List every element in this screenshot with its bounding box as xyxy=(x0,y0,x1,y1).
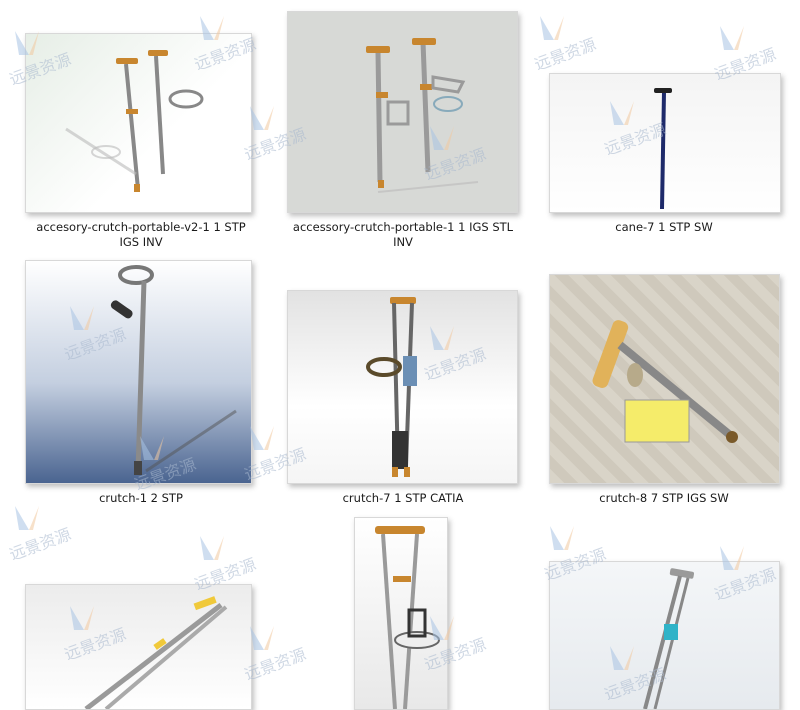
thumbnail-image[interactable] xyxy=(25,33,252,213)
thumbnail-caption[interactable]: crutch-8 7 STP IGS SW xyxy=(599,491,729,505)
watermark-logo-icon: 远景资源 xyxy=(242,626,309,684)
thumbnail-image[interactable] xyxy=(354,517,448,710)
thumbnail-caption[interactable]: accesory-crutch-portable-v2-1 1 STP IGS … xyxy=(36,220,246,249)
watermark: 远景资源 xyxy=(530,10,620,74)
svg-text:远景资源: 远景资源 xyxy=(7,525,74,560)
crutch-illustration xyxy=(366,297,417,477)
crutch-illustration xyxy=(65,50,204,192)
watermark-logo-icon: 远景资源 xyxy=(712,26,779,84)
thumbnail-image[interactable] xyxy=(549,561,780,710)
thumbnail-image[interactable] xyxy=(549,274,780,484)
watermark-logo-icon: 远景资源 xyxy=(7,506,74,564)
cane-illustration xyxy=(654,88,672,210)
thumbnail-caption[interactable]: accessory-crutch-portable-1 1 IGS STL IN… xyxy=(292,220,514,249)
thumbnail-image[interactable] xyxy=(549,73,781,213)
thumbnail-image[interactable] xyxy=(25,260,252,484)
thumbnail-caption[interactable]: crutch-7 1 STP CATIA xyxy=(342,491,464,505)
svg-text:远景资源: 远景资源 xyxy=(532,35,599,70)
crutch-illustration xyxy=(110,265,237,475)
crutch-illustration xyxy=(366,38,479,193)
thumbnail-image[interactable] xyxy=(25,584,252,710)
thumbnail-caption[interactable]: crutch-1 2 STP xyxy=(99,491,183,505)
watermark: 远景资源 xyxy=(5,500,95,564)
thumbnail-image[interactable] xyxy=(287,290,518,484)
crutch-illustration xyxy=(84,596,228,709)
crutch-illustration xyxy=(592,320,738,443)
watermark-logo-icon: 远景资源 xyxy=(192,536,259,594)
thumbnail-caption[interactable]: cane-7 1 STP SW xyxy=(615,220,713,234)
watermark: 远景资源 xyxy=(240,620,330,684)
watermark-logo-icon: 远景资源 xyxy=(532,16,599,74)
crutch-illustration xyxy=(375,526,440,709)
crutch-illustration xyxy=(643,568,695,709)
thumbnail-image[interactable] xyxy=(287,11,518,213)
